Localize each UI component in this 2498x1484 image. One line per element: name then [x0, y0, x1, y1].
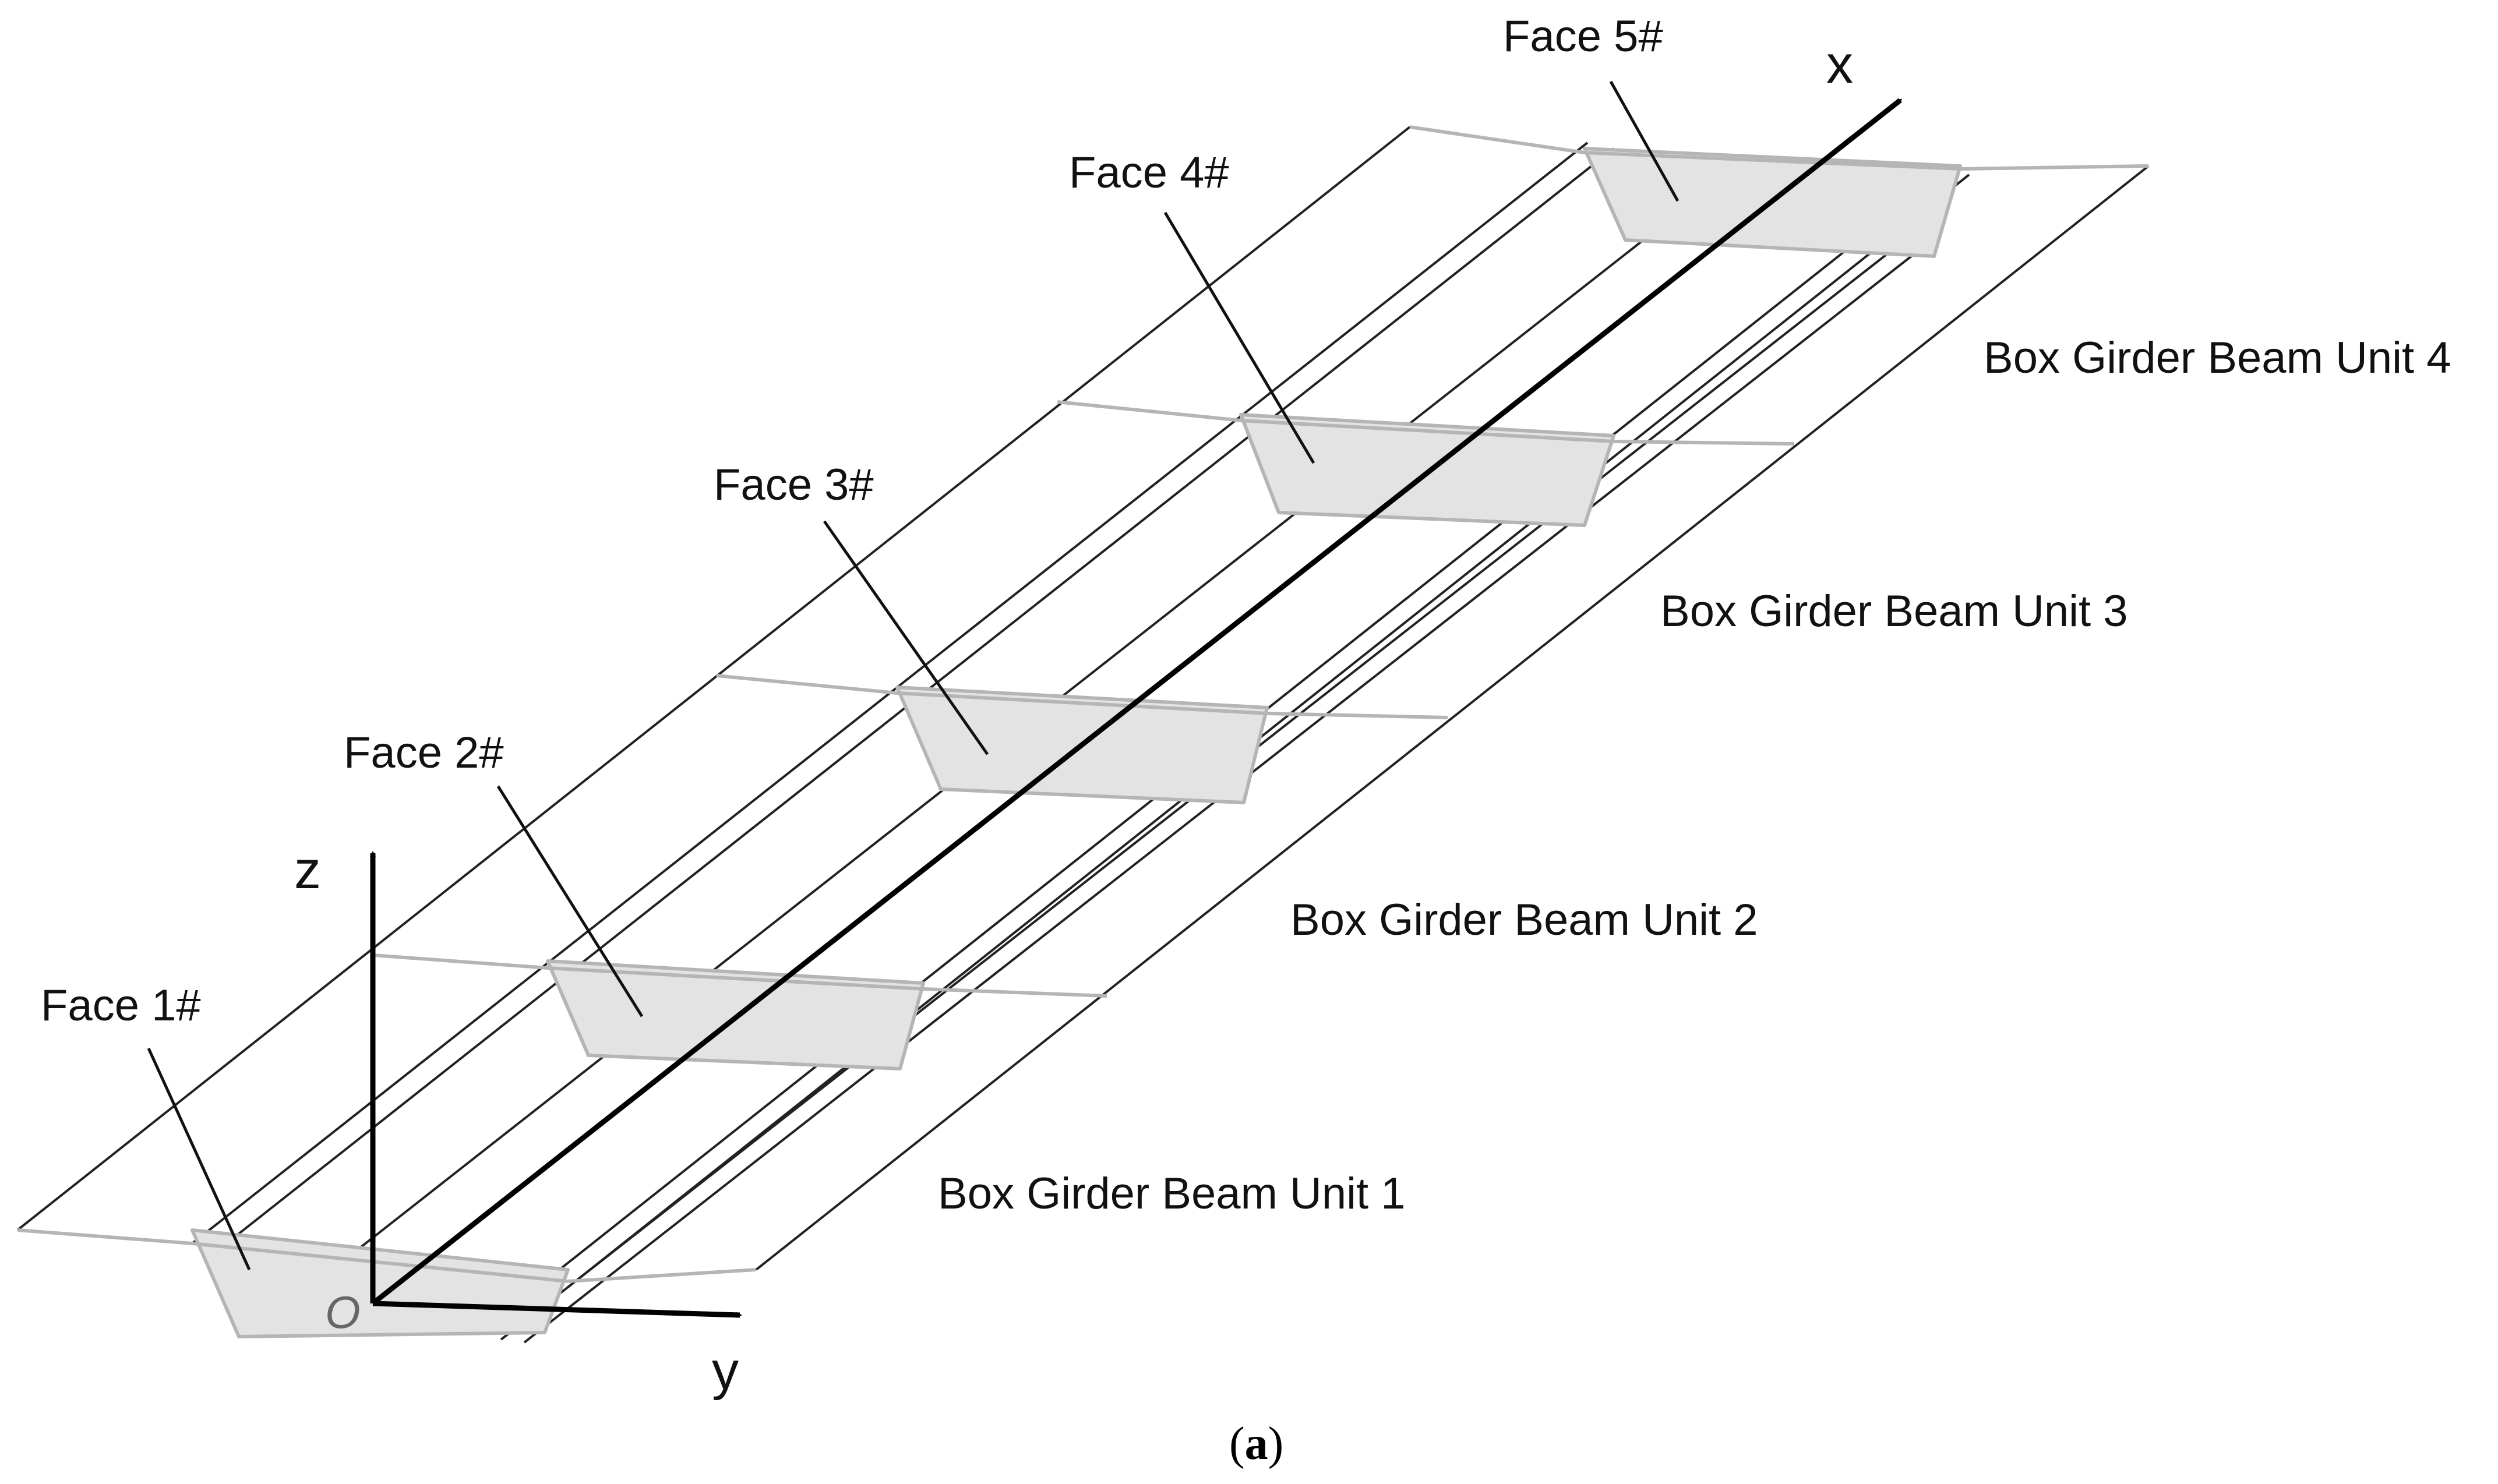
unit-2-label: Box Girder Beam Unit 2	[1290, 895, 1758, 945]
origin-label: O	[325, 1287, 361, 1338]
face-1-leader	[147, 1047, 251, 1271]
face-4-leader	[1163, 211, 1315, 464]
face-5-section	[1409, 125, 2149, 258]
y-axis-label: y	[712, 1341, 739, 1401]
deck-left-edge	[16, 126, 1411, 1231]
y-axis	[372, 1301, 742, 1318]
face-1-label: Face 1#	[41, 981, 201, 1030]
face-3-section	[716, 674, 1448, 804]
face-2-leader	[496, 785, 644, 1017]
z-axis-label: z	[294, 840, 321, 900]
caption-open: (	[1229, 1418, 1245, 1469]
figure-caption: (a)	[1229, 1418, 1283, 1469]
caption-letter: a	[1245, 1418, 1268, 1469]
face-3-leader	[823, 520, 989, 755]
axes	[370, 98, 1903, 1318]
face-1-section	[17, 1228, 757, 1338]
unit-1-label: Box Girder Beam Unit 1	[938, 1169, 1406, 1218]
face-5-leader	[1609, 80, 1680, 202]
face-5-label: Face 5#	[1503, 12, 1663, 61]
face-4-section	[1057, 400, 1795, 527]
x-axis-centerline	[371, 98, 1903, 1306]
unit-4-label: Box Girder Beam Unit 4	[1984, 333, 2451, 383]
face-2-label: Face 2#	[344, 728, 504, 778]
x-axis-label: x	[1826, 35, 1853, 94]
deck-right-edge	[755, 165, 2150, 1271]
caption-close: )	[1268, 1418, 1284, 1469]
face-3-label: Face 3#	[714, 460, 874, 510]
face-4-label: Face 4#	[1069, 148, 1229, 197]
unit-3-label: Box Girder Beam Unit 3	[1660, 586, 2128, 636]
right-web-line-2	[567, 174, 1970, 1288]
leader-lines	[147, 80, 1680, 1271]
